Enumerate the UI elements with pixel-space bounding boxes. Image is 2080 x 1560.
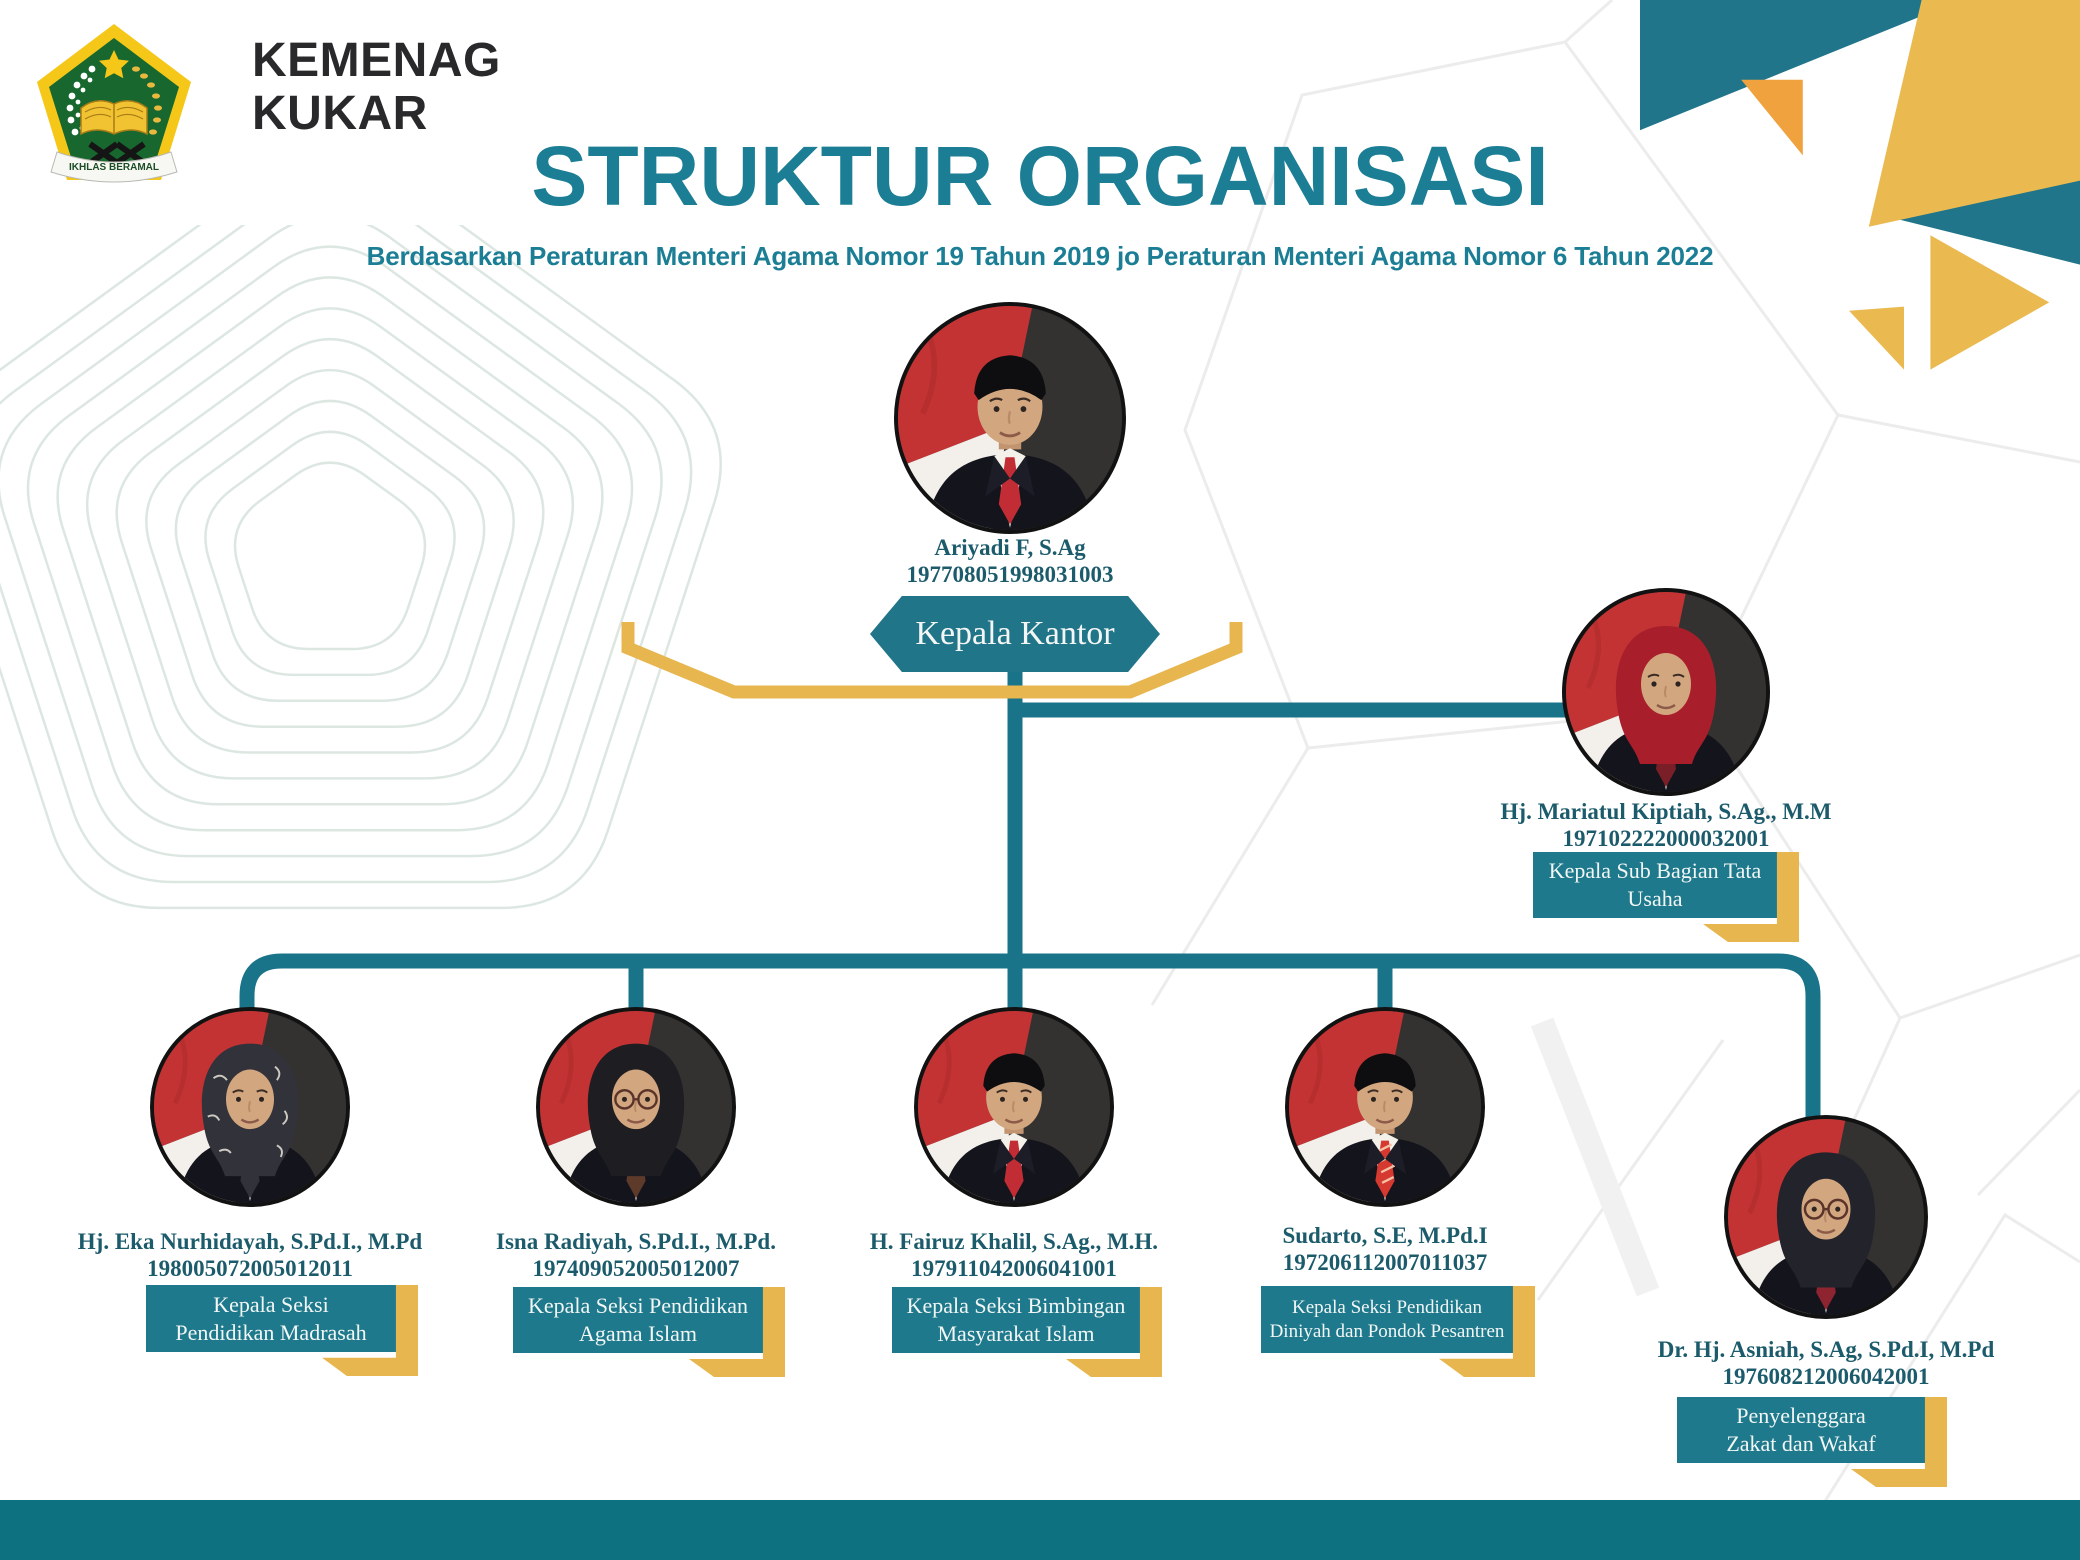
person-name: Isna Radiyah, S.Pd.I., M.Pd. xyxy=(496,1229,776,1254)
role-line: Agama Islam xyxy=(579,1321,697,1346)
role-line: Kepala Sub Bagian Tata xyxy=(1548,858,1762,883)
person-photo-asniah xyxy=(1724,1115,1928,1319)
person-name: Sudarto, S.E, M.Pd.I xyxy=(1282,1223,1488,1248)
corner-triangles-decoration xyxy=(1640,0,2080,420)
role-line: Pendidikan Madrasah xyxy=(175,1319,367,1345)
role-line: Penyelenggara xyxy=(1736,1403,1866,1428)
person-nameblock-isna: Isna Radiyah, S.Pd.I., M.Pd.197409052005… xyxy=(426,1228,846,1282)
role-badge-label: Kepala Kantor xyxy=(915,615,1115,652)
gold-bracket-accent xyxy=(621,622,1243,699)
pentagon-rings-decoration xyxy=(0,225,722,910)
role-line: Kepala Seksi Bimbingan xyxy=(906,1293,1126,1318)
person-nip: 197206112007011037 xyxy=(1282,1250,1488,1275)
person-nip: 197409052005012007 xyxy=(532,1256,740,1281)
role-line: Zakat dan Wakaf xyxy=(1726,1431,1876,1456)
person-photo-fairuz xyxy=(914,1007,1114,1207)
person-name: H. Fairuz Khalil, S.Ag., M.H. xyxy=(869,1229,1159,1254)
brand-line-1: KEMENAG xyxy=(252,34,501,87)
role-badge-kepala-kantor: Kepala Kantor xyxy=(870,596,1160,672)
person-photo-isna xyxy=(536,1007,736,1207)
role-line: Kepala Seksi Pendidikan xyxy=(1292,1296,1482,1318)
role-line: Usaha xyxy=(1627,886,1683,911)
person-nip: 198005072005012011 xyxy=(147,1256,353,1281)
person-name: Ariyadi F, S.Ag xyxy=(934,535,1086,560)
footer-bar xyxy=(0,1500,2080,1560)
role-line: Kepala Seksi Pendidikan xyxy=(528,1293,748,1318)
person-nip: 197911042006041001 xyxy=(911,1256,1117,1281)
person-name: Dr. Hj. Asniah, S.Ag, S.Pd.I, M.Pd xyxy=(1657,1337,1995,1362)
brand-line-2: KUKAR xyxy=(252,87,428,140)
logo-banner-text: IKHLAS BERAMAL xyxy=(69,162,159,173)
person-nip: 197608212006042001 xyxy=(1722,1364,1930,1389)
person-photo-sudarto xyxy=(1285,1007,1485,1207)
person-name: Hj. Eka Nurhidayah, S.Pd.I., M.Pd xyxy=(77,1229,423,1254)
person-nip: 197102222000032001 xyxy=(1562,826,1770,851)
person-photo-eka xyxy=(150,1007,350,1207)
person-nip: 197708051998031003 xyxy=(906,562,1114,587)
kemenag-logo: IKHLAS BERAMAL xyxy=(37,24,191,183)
role-line: Diniyah dan Pondok Pesantren xyxy=(1269,1320,1505,1342)
brand-name: KEMENAG KUKAR xyxy=(252,34,501,140)
page-subtitle: Berdasarkan Peraturan Menteri Agama Nomo… xyxy=(366,241,1714,271)
person-name: Hj. Mariatul Kiptiah, S.Ag., M.M xyxy=(1500,799,1832,824)
role-line: Kepala Seksi xyxy=(213,1291,329,1317)
page-title: STRUKTUR ORGANISASI xyxy=(531,129,1549,223)
person-photo-ariyadi xyxy=(894,302,1126,534)
person-photo-mariatul xyxy=(1562,588,1770,796)
person-nameblock-fairuz: H. Fairuz Khalil, S.Ag., M.H.19791104200… xyxy=(804,1228,1224,1282)
role-line: Masyarakat Islam xyxy=(937,1321,1095,1346)
